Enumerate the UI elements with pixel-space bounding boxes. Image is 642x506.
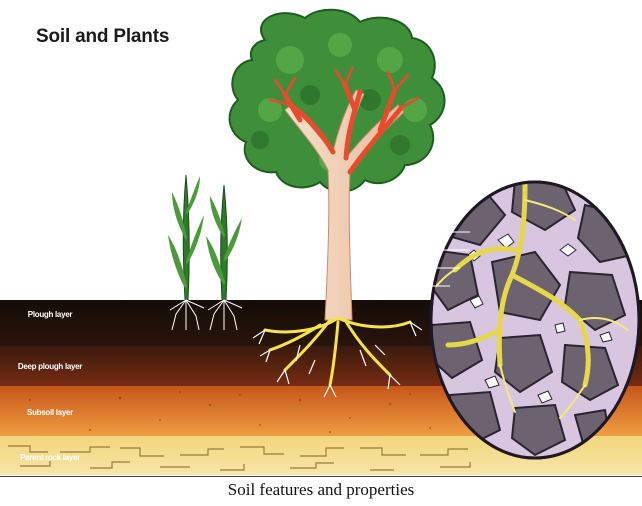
diagram-illustration [0,0,642,475]
soil-magnification-circle [430,178,639,458]
layer-label-plough: Plough layer [0,310,100,319]
callout-root: Root [348,263,400,272]
caption-divider [0,476,642,477]
layer-label-subsoil: Subsoil layer [0,408,100,417]
figure-caption: Soil features and properties [0,480,642,500]
callout-water: Water [348,245,400,254]
layer-label-parent-rock: Parent rock layer [0,453,100,462]
diagram-title: Soil and Plants [36,26,169,48]
callout-air: Air [348,281,400,290]
callout-soil-particle: Soil particle [348,227,400,236]
layer-label-deep-plough: Deep plough layer [0,362,100,371]
